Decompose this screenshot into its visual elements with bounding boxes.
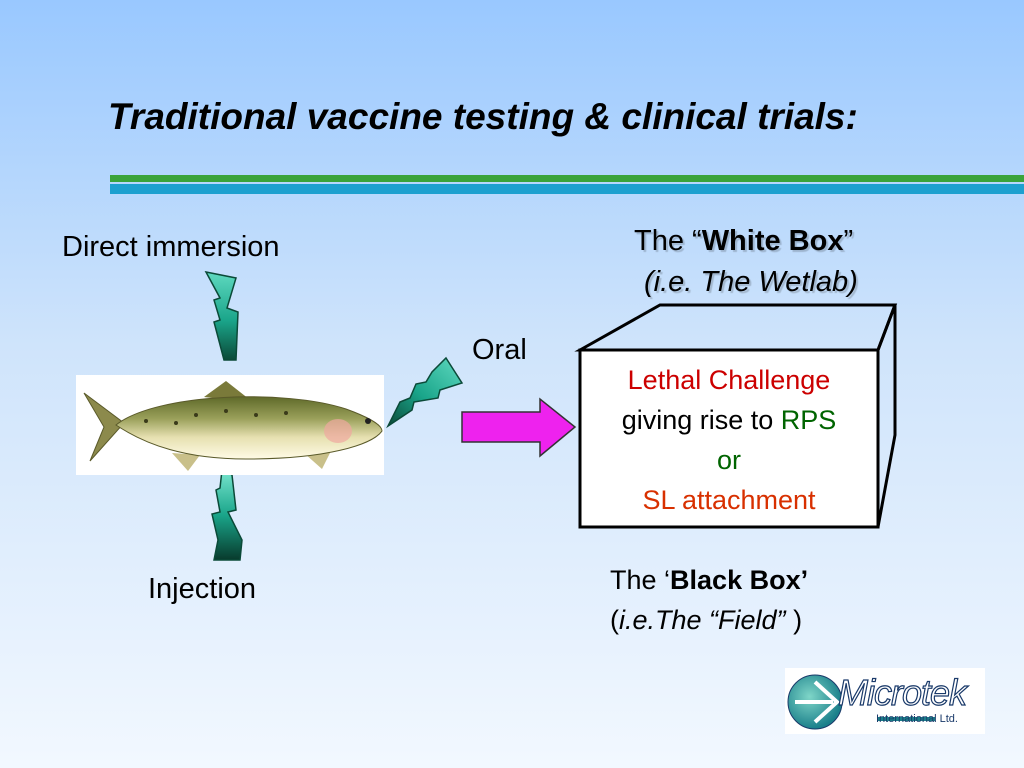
white-box-caption: The “White Box” [634, 225, 853, 258]
lethal-challenge-text: Lethal Challenge [627, 365, 831, 395]
logo-wordmark: Microtek [837, 671, 967, 713]
challenge-box-front [578, 348, 880, 529]
rps-line: giving rise to RPS [580, 400, 878, 440]
or-text: or [716, 445, 741, 475]
challenge-box-side [876, 304, 897, 528]
white-box-prefix: The “ [634, 225, 702, 257]
oral-arrow-icon [461, 397, 577, 458]
rps-prefix: giving rise to [621, 405, 781, 435]
white-box-suffix: ” [843, 225, 854, 257]
black-box-caption: The ‘Black Box’ [610, 565, 808, 596]
title-divider-blue [110, 184, 1024, 194]
black-box-paren-close: ) [785, 605, 803, 635]
route-immersion-label: Direct immersion [62, 231, 280, 263]
microtek-logo [785, 668, 985, 734]
logo-subtitle: International Ltd. [876, 713, 958, 725]
logo-emblem-icon [787, 674, 935, 730]
challenge-box-text: Lethal Challenge giving rise to RPS or S… [580, 360, 878, 520]
white-box-name: White Box [701, 225, 844, 257]
route-oral-label: Oral [472, 334, 527, 366]
black-box-field-text: i.e.The “Field” [619, 605, 786, 635]
slide-title: Traditional vaccine testing & clinical t… [108, 96, 858, 137]
sl-attachment-text: SL attachment [642, 485, 816, 515]
injection-bolt-icon [211, 468, 243, 561]
oral-bolt-icon [386, 356, 464, 429]
black-box-prefix: The ‘ [610, 565, 671, 595]
fish-image [76, 375, 384, 475]
immersion-bolt-icon [204, 270, 239, 361]
white-box-subtitle: (i.e. The Wetlab) [644, 266, 858, 298]
route-injection-label: Injection [148, 573, 257, 605]
trout-illustration [83, 381, 383, 471]
black-box-subtitle: (i.e.The “Field” ) [610, 605, 802, 636]
challenge-box-top [574, 303, 898, 352]
black-box-paren-open: ( [610, 605, 619, 635]
black-box-name: Black Box’ [670, 565, 809, 595]
title-divider-green [110, 175, 1024, 182]
rps-text: RPS [780, 405, 837, 435]
